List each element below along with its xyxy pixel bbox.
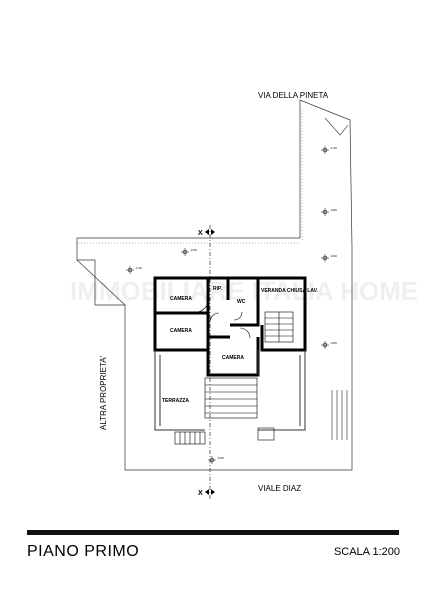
room-label-veranda: VERANDA CHIUSA LAV.: [261, 288, 318, 294]
spot-level-4: -1.20: [135, 266, 142, 270]
room-label-camera-2: CAMERA: [170, 328, 192, 334]
spot-elevation-markers: [126, 146, 329, 464]
east-strips: [331, 390, 348, 440]
fence-line: [78, 110, 303, 244]
gate-wedge: [324, 117, 349, 136]
lot-boundary: [76, 99, 353, 471]
south-steps: [174, 427, 275, 445]
plan-scale: SCALA 1:200: [333, 546, 400, 558]
street-label-north: VIA DELLA PINETA: [258, 91, 329, 100]
spot-level-1: -1.00: [330, 146, 337, 150]
street-label-south: VIALE DIAZ: [258, 484, 301, 493]
section-arrows: [205, 229, 215, 495]
room-label-camera-1: CAMERA: [170, 296, 192, 302]
spot-level-2: -0.80: [330, 208, 337, 212]
building-walls: [153, 276, 307, 377]
street-label-west: ALTRA PROPRIETA': [99, 355, 108, 430]
terrace-outline: [154, 350, 306, 431]
spot-level-5: -0.60: [330, 341, 337, 345]
plan-title: PIANO PRIMO: [27, 543, 140, 560]
watermark: IMMOBILIARE ITALIA HOME: [70, 276, 418, 306]
section-marker-top: X: [198, 230, 203, 237]
room-label-wc: WC: [237, 299, 246, 305]
room-label-camera-3: CAMERA: [222, 355, 244, 361]
room-label-terrazza: TERRAZZA: [162, 398, 189, 404]
veranda-stair: [264, 311, 294, 343]
room-label-rip: RIP.: [213, 286, 223, 292]
central-stair: [204, 377, 258, 419]
spot-level-3: -0.60: [330, 254, 337, 258]
spot-level-6: -0.50: [217, 456, 224, 460]
spot-level-7: -0.50: [190, 248, 197, 252]
footer-rule: [27, 530, 399, 535]
section-marker-bottom: X: [198, 490, 203, 497]
